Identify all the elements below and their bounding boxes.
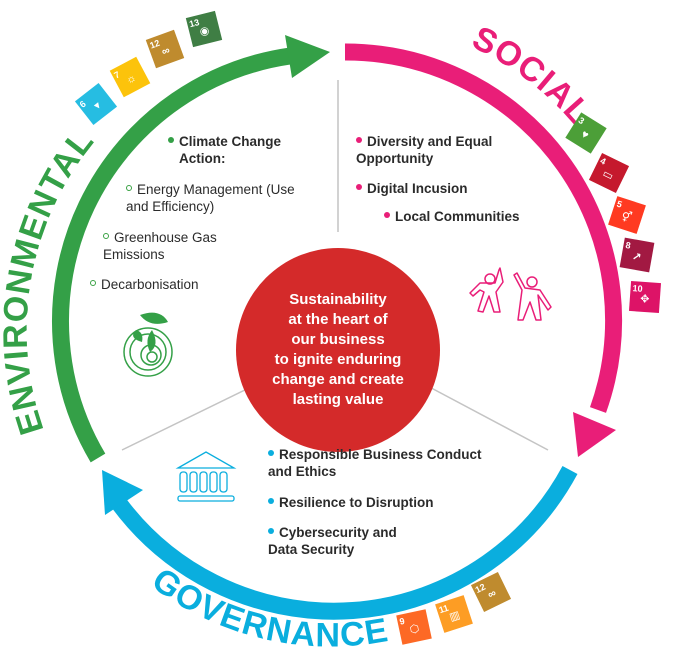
divider-lower-left: [121, 384, 256, 451]
center-statement: Sustainability at the heart of our busin…: [236, 248, 440, 452]
sdg-9-tile: 9⬡: [396, 609, 432, 645]
bullet-icon: [268, 498, 274, 505]
heartbeat-icon: ♥: [578, 128, 591, 142]
sdg-8-tile: 8↗: [619, 237, 655, 273]
city-icon: ▥: [447, 609, 462, 624]
divider-lower-right: [419, 381, 549, 451]
eye-globe-icon: ◉: [198, 24, 211, 39]
hollow-bullet-icon: [90, 280, 96, 287]
infinity-icon: ∞: [160, 44, 172, 59]
governance-item: Responsible Business Conduct and Ethics: [268, 447, 482, 479]
bullet-icon: [268, 528, 274, 535]
environmental-item: Decarbonisation: [90, 276, 240, 293]
infinity-icon: ∞: [485, 587, 499, 602]
environmental-arrowhead: [285, 35, 330, 78]
environmental-item: Energy Management (Use and Efficiency): [126, 182, 295, 214]
water-icon: ▾: [91, 99, 104, 113]
hollow-bullet-icon: [103, 233, 109, 240]
bullet-icon: [268, 450, 274, 457]
hollow-bullet-icon: [126, 185, 132, 192]
environmental-arc: [52, 47, 292, 463]
bullet-icon: [356, 137, 362, 144]
center-text: Sustainability at the heart of our busin…: [272, 291, 404, 408]
environmental-heading: Climate Change Action:: [168, 133, 309, 167]
sdg-10-tile: 10✥: [628, 280, 662, 314]
equality-arrows-icon: ✥: [639, 293, 650, 306]
gender-icon: ⚥: [619, 210, 633, 225]
governance-item: Resilience to Disruption: [268, 494, 508, 511]
environmental-item: Greenhouse Gas Emissions: [103, 230, 217, 262]
governance-item: Cybersecurity and Data Security: [268, 525, 397, 557]
leaf-target-icon: [123, 312, 173, 377]
bullet-icon: [356, 184, 362, 191]
environmental-heading-text: Climate Change Action:: [179, 134, 282, 166]
social-item: Digital Incusion: [356, 180, 516, 197]
institution-building-icon: [175, 451, 237, 502]
environmental-label: ENVIRONMENTAL: [0, 122, 102, 439]
growth-chart-icon: ↗: [630, 250, 643, 265]
social-arc: [344, 43, 623, 413]
cubes-icon: ⬡: [408, 622, 421, 637]
bullet-icon: [384, 212, 390, 219]
social-item: Local Communities: [384, 208, 544, 225]
social-item: Diversity and Equal Opportunity: [356, 134, 493, 166]
bullet-icon: [168, 137, 174, 144]
dancing-people-icon: [469, 267, 552, 321]
sun-icon: ☼: [123, 71, 139, 87]
governance-arc: [111, 465, 578, 620]
governance-arrowhead: [102, 470, 143, 515]
social-arrowhead: [573, 412, 616, 457]
book-icon: ▭: [600, 167, 616, 183]
